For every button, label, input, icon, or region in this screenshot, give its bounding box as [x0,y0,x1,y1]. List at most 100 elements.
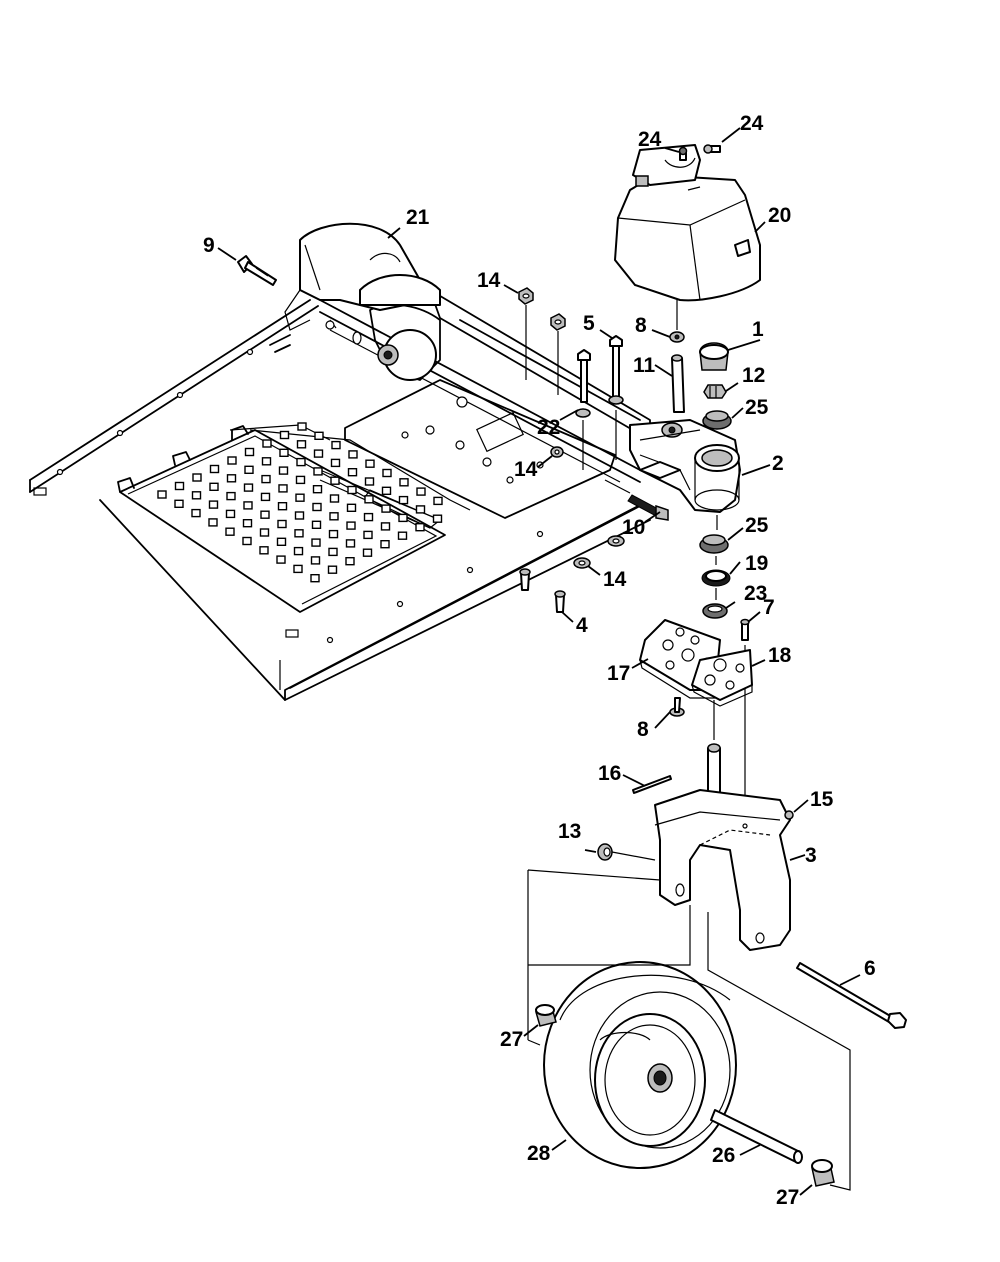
callout-19: 19 [745,552,768,575]
perforation-square [209,464,220,474]
perforation-square [330,476,340,485]
part-5-bolt [608,335,624,460]
callout-26: 26 [712,1144,735,1167]
perforation-square [260,510,270,519]
perforation-square [296,440,307,449]
perforation-square [346,503,357,512]
perforation-square [191,508,201,518]
perforation-square [244,465,254,474]
perforation-square [312,502,322,512]
perforation-square [398,495,409,505]
perforation-square [415,505,426,514]
callout-14-top: 14 [477,269,501,292]
callout-27-bottom: 27 [776,1186,799,1209]
part-27-bushing-bottom [811,1159,835,1187]
part-1-dust-cap [699,342,729,371]
callout-4: 4 [576,614,588,637]
callout-12: 12 [742,364,765,387]
callout-14-mid: 14 [514,458,538,481]
perforation-square [226,474,237,483]
perforation-square [279,430,290,440]
perforation-square [297,422,307,431]
perforation-square [310,574,320,583]
perforation-square [380,522,391,531]
part-4-bolts [519,568,566,613]
part-2-pivot-arm [629,419,741,513]
perforation-square [331,440,341,450]
perforation-square [382,468,392,478]
perforation-square [415,523,425,532]
perforation-square [295,475,306,485]
part-9-bolt [237,255,277,286]
perforation-square [293,564,303,574]
perforation-square [363,530,373,540]
callout-9: 9 [203,234,215,257]
callout-2: 2 [772,452,784,475]
footrest-plate [117,422,446,613]
perforation-square [399,478,409,487]
perforation-square [242,536,252,546]
part-18-plate [691,649,753,707]
callout-24-left: 24 [638,128,662,151]
perforation-square [314,431,324,440]
perforation-square [278,466,289,475]
part-25-bearing-top [702,410,732,430]
part-11-shaft [671,354,685,413]
perforation-square [243,501,253,510]
part-22-bolt [575,349,591,470]
callout-14-low: 14 [603,568,627,591]
perforation-square [364,495,374,504]
perforation-square [243,483,254,492]
perforation-square [192,473,202,482]
perforation-square [380,540,390,549]
perforation-square [362,548,373,557]
part-24-screws [678,144,721,161]
part-12-castle-nut [703,384,727,399]
perforation-square [347,468,358,477]
perforation-square [278,484,288,493]
perforation-square [296,457,306,467]
perforation-square [433,496,443,506]
perforation-square [261,457,272,466]
perforation-square [313,467,323,476]
perforation-square [330,458,341,468]
perforation-square [174,481,185,491]
part-3-caster-fork [654,700,791,951]
perforation-square [157,490,167,499]
perforation-square [327,565,338,574]
callout-13: 13 [558,820,581,843]
part-19-seal [701,569,731,587]
assembly-lines [527,851,851,1191]
perforation-square [293,546,304,556]
callout-16: 16 [598,762,621,785]
perforation-square [346,521,356,530]
perforation-square [242,519,253,528]
callout-28: 28 [527,1142,551,1165]
perforation-square [329,512,339,521]
perforation-square [261,474,271,484]
perforation-square [208,518,218,527]
callout-1: 1 [752,318,764,341]
perforation-square [329,494,340,503]
perforation-square [244,447,255,457]
perforation-square [259,528,270,537]
callout-5: 5 [583,312,595,335]
part-20-caster-cover [614,144,761,302]
perforation-square [381,504,391,513]
part-13-nut [597,843,613,861]
perforation-square [191,491,202,500]
callout-17: 17 [607,662,630,685]
callout-3: 3 [805,844,817,867]
callout-22: 22 [537,416,560,439]
perforation-square [279,448,289,457]
part-15-nut [784,810,794,820]
perforation-square [208,500,219,509]
perforation-square [348,450,358,459]
perforation-square [227,456,237,465]
perforation-square [312,485,323,494]
perforation-square [225,527,235,536]
callout-15: 15 [810,788,834,811]
perforation-square [294,511,305,520]
perforation-square [363,512,374,522]
